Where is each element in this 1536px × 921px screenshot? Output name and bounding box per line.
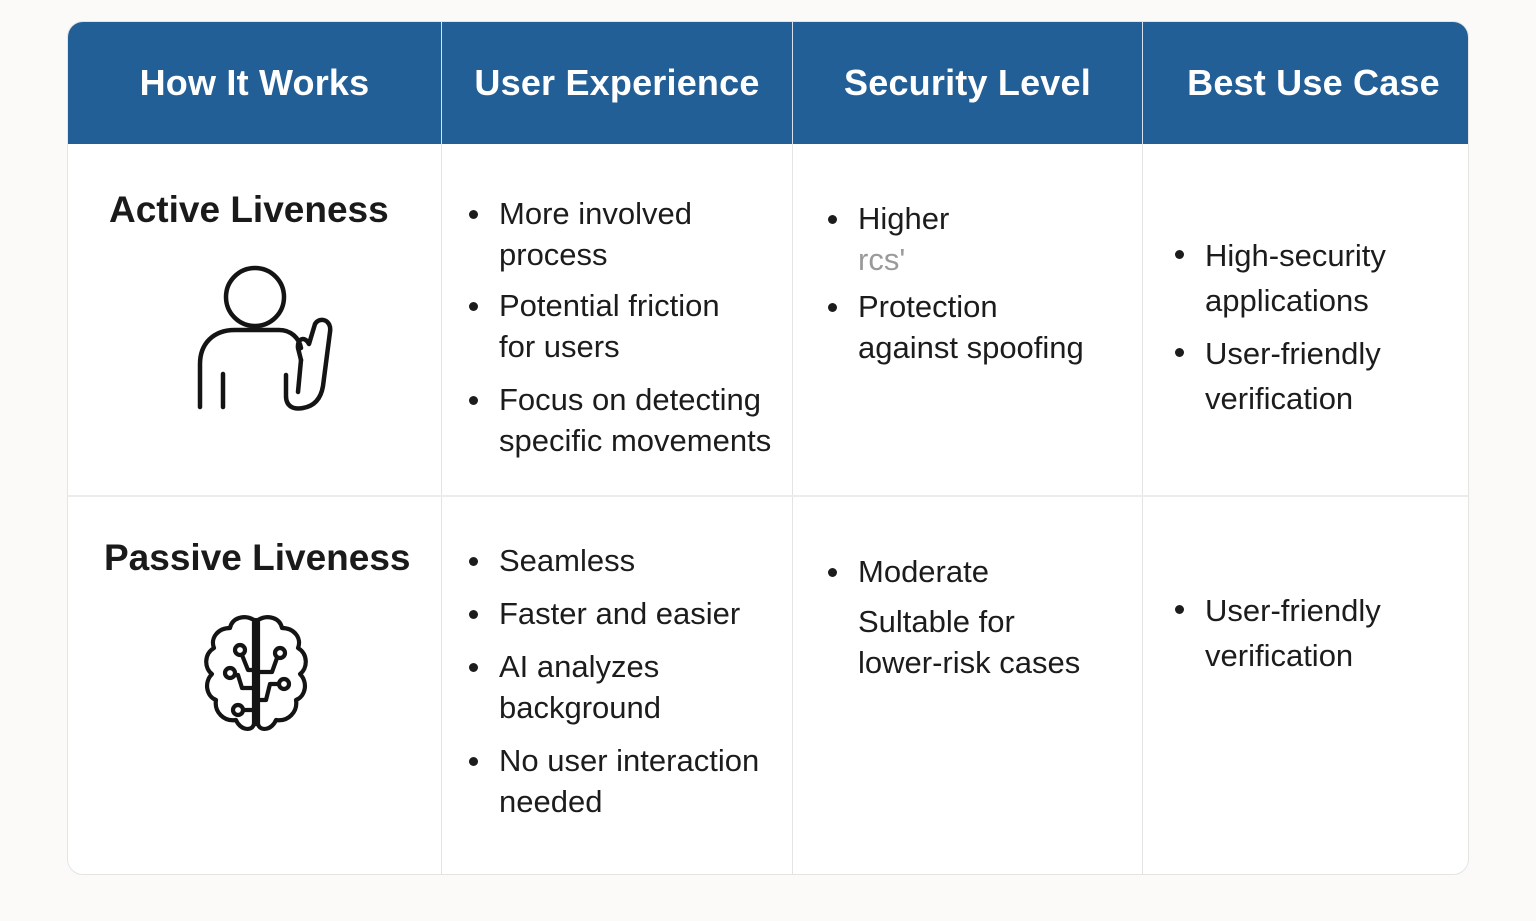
list-item: High-security applications [1175, 233, 1386, 323]
list-item-text: More involved [499, 196, 692, 231]
row-label-passive-liveness: Passive Liveness [104, 537, 411, 578]
list-item-text: verification [1205, 638, 1354, 673]
list-item: Seamless [469, 540, 759, 581]
header-best-use-case: Best Use Case [1142, 22, 1468, 144]
header-user-experience: User Experience [441, 22, 792, 144]
list-item: Sultable for lower-risk cases [828, 601, 1080, 683]
list-item: User-friendly verification [1175, 588, 1381, 678]
row-label-active-liveness: Active Liveness [109, 189, 389, 230]
list-item-text: against spoofing [858, 330, 1084, 365]
list-item-text: Faster and easier [499, 596, 741, 631]
list-item: Moderate [828, 551, 1080, 592]
list-item-text: process [499, 237, 608, 272]
list-item-text: Protection [858, 289, 998, 324]
row-divider [68, 495, 1468, 497]
header-security-level: Security Level [792, 22, 1142, 144]
user-experience-list: More involved process Potential friction… [469, 193, 771, 461]
list-item: Potential friction for users [469, 285, 771, 367]
list-item-text: Seamless [499, 543, 636, 578]
list-item-text: rcs' [858, 242, 906, 277]
list-item: Faster and easier [469, 593, 759, 634]
list-item-text: No user interaction [499, 743, 760, 778]
list-item: Protection against spoofing [828, 286, 1084, 368]
header-how-it-works: How It Works [139, 62, 370, 103]
list-item-text: User-friendly [1205, 593, 1381, 628]
list-item: Higher rcs' [828, 198, 1084, 280]
list-item-text: lower-risk cases [858, 645, 1081, 680]
best-use-case-list: High-security applications User-friendly… [1175, 233, 1386, 421]
security-level-list: Higher rcs' Protection against spoofing [828, 198, 1084, 368]
list-item: More involved process [469, 193, 771, 275]
list-item-text: Moderate [858, 554, 989, 589]
list-item-text: Sultable for [858, 604, 1015, 639]
list-item-text: Focus on detecting [499, 382, 761, 417]
list-item-text: High-security [1205, 238, 1386, 273]
list-item-text: specific movements [499, 423, 772, 458]
list-item: User-friendly verification [1175, 331, 1386, 421]
ai-brain-circuit-icon [204, 615, 308, 731]
security-level-list: Moderate Sultable for lower-risk cases [828, 551, 1080, 683]
column-divider [792, 144, 793, 874]
list-item-text: Higher [858, 201, 950, 236]
column-divider [441, 144, 442, 874]
list-item: AI analyzes background [469, 646, 759, 728]
list-item-text: verification [1205, 381, 1354, 416]
list-item-text: User-friendly [1205, 336, 1381, 371]
list-item-text: needed [499, 784, 603, 819]
comparison-table: How It Works User Experience Security Le… [67, 21, 1469, 875]
column-divider [1142, 144, 1143, 874]
person-raising-hand-icon [197, 265, 333, 411]
list-item-text: AI analyzes [499, 649, 660, 684]
user-experience-list: Seamless Faster and easier AI analyzes b… [469, 540, 759, 822]
list-item-text: for users [499, 329, 620, 364]
list-item-text: Potential friction [499, 288, 720, 323]
list-item: No user interaction needed [469, 740, 759, 822]
list-item: Focus on detecting specific movements [469, 379, 771, 461]
best-use-case-list: User-friendly verification [1175, 588, 1381, 678]
list-item-text: applications [1205, 283, 1369, 318]
list-item-text: background [499, 690, 662, 725]
table-header-row: How It Works User Experience Security Le… [68, 22, 1468, 144]
